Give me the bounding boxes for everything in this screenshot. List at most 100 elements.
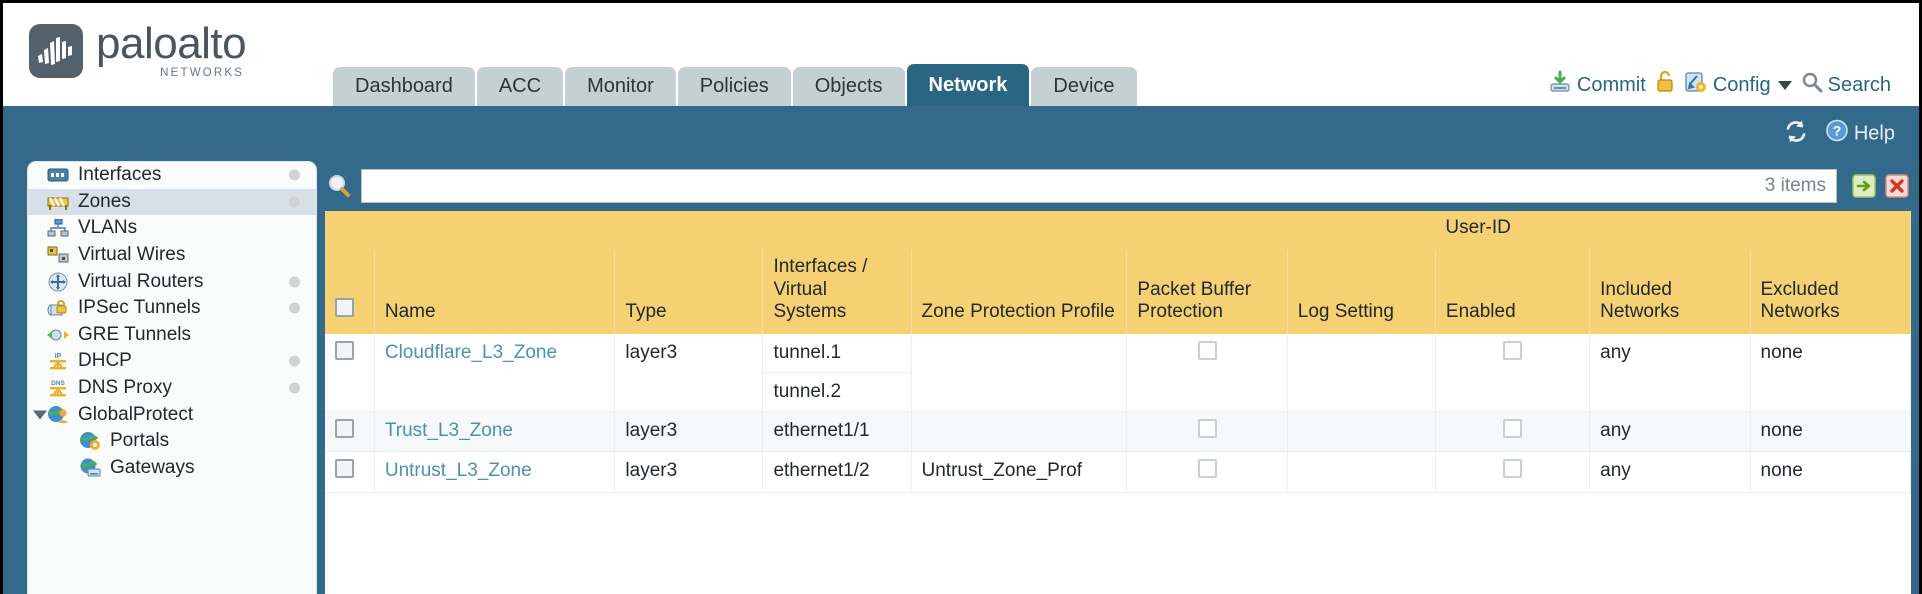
cell-userid-enabled[interactable] [1435,334,1591,412]
sidebar-item-label: GRE Tunnels [78,323,191,345]
zone-link[interactable]: Untrust_L3_Zone [384,460,532,482]
sidebar-item-indicator-dot [289,382,300,394]
interface-entry: tunnel.1 [763,334,911,373]
tab-acc[interactable]: ACC [476,67,564,106]
group-header-user-id: User-ID [1435,211,1911,250]
gateways-icon [78,458,102,478]
column-header-included-networks[interactable]: Included Networks [1589,249,1751,335]
config-label: Config [1712,73,1771,96]
sidebar-item-label: Virtual Routers [78,270,204,292]
zone-link[interactable]: Trust_L3_Zone [384,419,513,441]
column-header-zone-protection-profile[interactable]: Zone Protection Profile [911,249,1128,335]
sidebar-item-dhcp[interactable]: IP DHCP [28,348,316,375]
cell-name[interactable]: Cloudflare_L3_Zone [374,334,616,412]
sidebar-item-label: Portals [110,430,170,452]
sidebar-item-indicator-dot [289,276,300,288]
checkbox-glyph [1197,418,1217,438]
checkbox-glyph [1503,418,1523,438]
cell-name[interactable]: Untrust_L3_Zone [374,451,616,494]
cell-type: layer3 [614,334,764,412]
column-header-excluded-networks[interactable]: Excluded Networks [1750,249,1911,335]
dns-proxy-icon: DNS [46,378,70,398]
search-input[interactable]: 3 items [361,169,1837,203]
search-magnifier-icon[interactable] [325,172,353,200]
cell-userid-enabled[interactable] [1435,451,1591,494]
expand-triangle-icon[interactable] [33,410,47,420]
brand-name: paloalto [96,19,247,68]
cell-name[interactable]: Trust_L3_Zone [374,411,616,453]
commit-download-icon [1548,70,1572,100]
cell-zone-protection-profile [911,334,1128,412]
column-header-log-setting[interactable]: Log Setting [1287,249,1436,335]
config-menu[interactable]: Config [1684,70,1792,100]
cell-zone-protection-profile [911,411,1128,453]
sidebar-item-label: VLANs [78,217,138,239]
cell-excluded-networks: none [1750,451,1911,494]
sidebar-item-ipsec-tunnels[interactable]: IPSec Tunnels [28,295,316,322]
cell-packet-buffer-protection[interactable] [1126,334,1288,412]
top-actions: Commit [1548,70,1891,100]
svg-text:DNS: DNS [51,380,65,387]
sidebar-item-gateways[interactable]: Gateways [28,455,316,482]
row-select-checkbox[interactable] [325,411,375,453]
sidebar-item-interfaces[interactable]: Interfaces [28,162,316,189]
tab-objects[interactable]: Objects [792,67,905,106]
chevron-down-icon [1777,80,1792,90]
cell-packet-buffer-protection[interactable] [1126,411,1288,453]
help-button[interactable]: ? Help [1825,119,1895,149]
cell-included-networks: any [1589,411,1751,453]
commit-label: Commit [1576,73,1646,96]
row-select-checkbox[interactable] [325,451,375,494]
sidebar-item-vlans[interactable]: VLANs [28,215,316,242]
zone-link[interactable]: Cloudflare_L3_Zone [384,342,558,364]
tab-network[interactable]: Network [906,64,1030,106]
sidebar-item-globalprotect[interactable]: GlobalProtect [28,401,316,428]
sidebar-item-portals[interactable]: Portals [28,428,316,455]
lock-button[interactable] [1655,70,1675,100]
search-button[interactable]: Search [1801,71,1891,99]
tab-policies[interactable]: Policies [677,67,791,106]
interface-entry: ethernet1/1 [773,419,870,441]
commit-button[interactable]: Commit [1548,70,1646,100]
sidebar-item-virtual-wires[interactable]: Virtual Wires [28,242,316,269]
sidebar-item-indicator-dot [289,196,300,208]
row-select-checkbox[interactable] [325,334,375,412]
column-header-packet-buffer-protection[interactable]: Packet Buffer Protection [1126,249,1288,335]
checkbox-glyph [335,418,354,438]
tab-dashboard[interactable]: Dashboard [333,67,475,106]
sidebar-item-label: DHCP [78,350,132,372]
checkbox-glyph [1503,341,1523,361]
cell-packet-buffer-protection[interactable] [1126,451,1288,494]
interface-entry: ethernet1/2 [773,460,870,482]
clear-filter-button[interactable] [1883,172,1911,200]
cell-userid-enabled[interactable] [1435,411,1591,453]
apply-filter-button[interactable] [1850,172,1878,200]
gre-tunnels-icon [46,325,70,345]
padlock-icon [1655,70,1675,100]
virtual-wires-icon [46,245,70,265]
dhcp-icon: IP [46,351,70,371]
sidebar-item-virtual-routers[interactable]: Virtual Routers [28,268,316,295]
sidebar-item-gre-tunnels[interactable]: GRE Tunnels [28,322,316,349]
svg-text:IP: IP [55,353,62,360]
sidebar-item-zones[interactable]: Zones [28,188,316,216]
checkbox-glyph [335,459,354,479]
column-header-type[interactable]: Type [614,249,764,335]
select-all-checkbox[interactable] [325,249,375,335]
tab-device[interactable]: Device [1031,67,1137,106]
sidebar-item-label: Zones [78,190,131,212]
refresh-icon[interactable] [1783,118,1809,149]
tab-monitor[interactable]: Monitor [565,67,676,106]
column-header-interfaces-virtual-systems[interactable]: Interfaces / Virtual Systems [762,249,912,335]
column-header-enabled[interactable]: Enabled [1435,249,1591,335]
column-header-name[interactable]: Name [374,249,616,335]
